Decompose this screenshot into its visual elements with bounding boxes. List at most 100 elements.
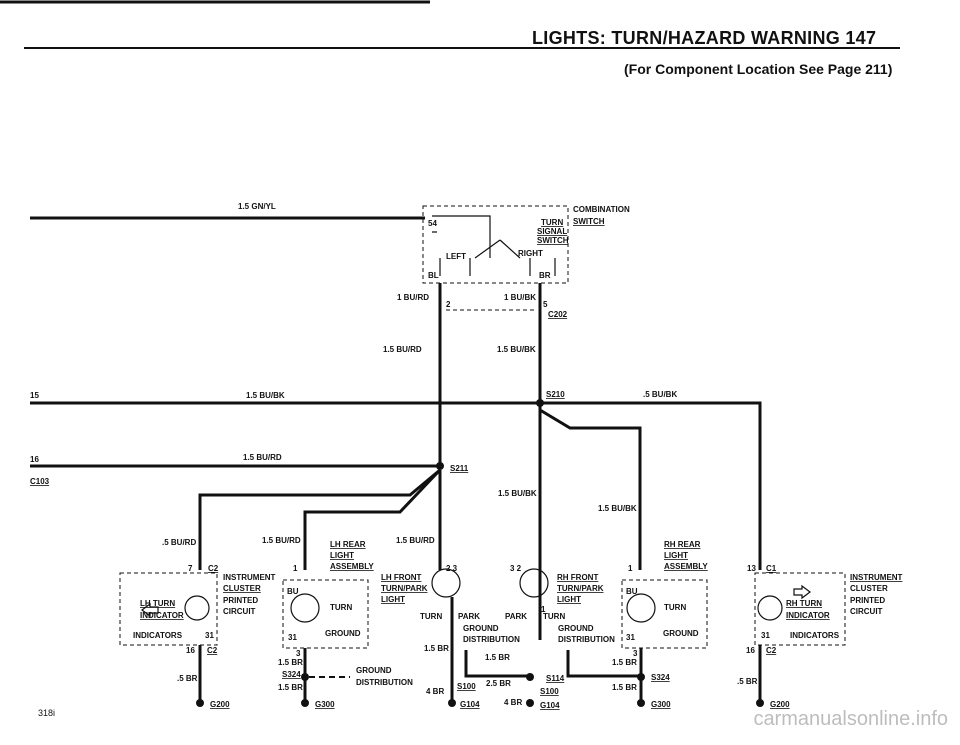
pin-label: 2 3: [446, 564, 458, 573]
component-label: ASSEMBLY: [330, 562, 374, 571]
splice-s324-right: [637, 673, 645, 681]
rh-rear-light-box: [621, 579, 708, 649]
component-label: CLUSTER: [223, 584, 261, 593]
component-label: GROUND: [356, 666, 392, 675]
pin-label: 31: [626, 633, 635, 642]
component-label: INSTRUMENT: [850, 573, 903, 582]
connector-label: C2: [207, 646, 218, 655]
splice-label: S324: [651, 673, 670, 682]
pin-label: 3 2: [510, 564, 522, 573]
splice-label: S324: [282, 670, 301, 679]
lh-instrument-cluster-box: [119, 572, 218, 646]
component-label: GROUND: [663, 629, 699, 638]
wire-label: 1.5 BU/BK: [497, 345, 536, 354]
wire-label: .5 BU/RD: [162, 538, 196, 547]
combination-switch-box: [422, 205, 569, 284]
wire-ground-dist-rear: [566, 650, 641, 678]
component-label: TURN: [420, 612, 442, 621]
rh-instrument-cluster-box: [754, 572, 846, 646]
splice-label: S100: [457, 682, 476, 691]
rh-front-bulb: [519, 568, 549, 598]
pin-label: 16: [30, 455, 39, 464]
ground-label: G300: [315, 700, 335, 709]
component-label: TURN: [330, 603, 352, 612]
component-label: SWITCH: [573, 217, 605, 226]
ground-label: G104: [460, 700, 480, 709]
component-label: LIGHT: [557, 595, 581, 604]
pin-label: 16: [186, 646, 195, 655]
ground-label: G200: [770, 700, 790, 709]
wire-label: 1.5 BU/BK: [598, 504, 637, 513]
pin-label: 1: [541, 605, 546, 614]
component-label: INDICATOR: [140, 611, 184, 620]
component-label: PRINTED: [850, 596, 885, 605]
connector-label: C1: [766, 564, 777, 573]
wire-label: 1.5 BR: [485, 653, 510, 662]
pin-label: BL: [428, 271, 439, 280]
pin-label: 1: [628, 564, 633, 573]
lh-front-bulb: [431, 568, 461, 598]
component-label: LH FRONT: [381, 573, 422, 582]
left-arrow-icon: [141, 602, 159, 618]
component-label: DISTRIBUTION: [463, 635, 520, 644]
wire-label: 2.5 BR: [486, 679, 511, 688]
wire-label: 1.5 BR: [278, 683, 303, 692]
component-label: PRINTED: [223, 596, 258, 605]
wire-ground-dist-front: [464, 650, 530, 678]
pin-label: 3: [296, 649, 301, 658]
component-label: LH REAR: [330, 540, 366, 549]
right-arrow-icon: [793, 584, 811, 600]
wire-bu-bk-bus: [30, 401, 762, 570]
connector-label: C202: [548, 310, 568, 319]
component-label: LH TURN: [140, 599, 175, 608]
component-label: GROUND: [463, 624, 499, 633]
watermark: carmanualsonline.info: [753, 708, 948, 730]
component-label: LIGHT: [330, 551, 354, 560]
component-label: SWITCH: [537, 236, 569, 245]
switch-position: LEFT: [446, 252, 466, 261]
connector-label: C103: [30, 477, 50, 486]
ground-icon: [756, 699, 764, 707]
component-label: PARK: [505, 612, 527, 621]
pin-label: 2: [446, 300, 451, 309]
pin-label: 54: [428, 219, 437, 228]
component-label: GROUND: [558, 624, 594, 633]
component-label: PARK: [458, 612, 480, 621]
wire-label: 1.5 BU/BK: [498, 489, 537, 498]
wire-label: 1.5 BU/RD: [396, 536, 435, 545]
component-label: COMBINATION: [573, 205, 630, 214]
component-label: RH TURN: [786, 599, 822, 608]
component-label: SIGNAL: [537, 227, 567, 236]
wire-to-rh-rear: [539, 408, 642, 570]
pin-label: 7: [188, 564, 193, 573]
wire-label: 1.5 BR: [612, 683, 637, 692]
wire-label: .5 BU/BK: [643, 390, 677, 399]
ground-icon: [526, 699, 534, 707]
component-label: TURN/PARK: [557, 584, 604, 593]
ground-label: G200: [210, 700, 230, 709]
pin-label: 15: [30, 391, 39, 400]
component-label: LIGHT: [664, 551, 688, 560]
component-label: TURN: [664, 603, 686, 612]
component-label: INSTRUMENT: [223, 573, 276, 582]
lh-rear-bulb: [290, 593, 320, 623]
pin-label: 13: [747, 564, 756, 573]
splice-s210: [536, 399, 544, 407]
wire-label: 1.5 BU/BK: [246, 391, 285, 400]
pin-label: 16: [746, 646, 755, 655]
pin-label: BU: [626, 587, 638, 596]
component-label: TURN: [543, 612, 565, 621]
wire-label: 1 BU/RD: [397, 293, 429, 302]
splice-label: S100: [540, 687, 559, 696]
component-label: TURN: [541, 218, 563, 227]
component-label: INDICATORS: [133, 631, 183, 640]
component-label: LIGHT: [381, 595, 405, 604]
wire-label: .5 BR: [737, 677, 758, 686]
ground-icon: [448, 699, 456, 707]
pin-label: 3: [633, 649, 638, 658]
switch-position: RIGHT: [518, 249, 543, 258]
component-label: RH REAR: [664, 540, 701, 549]
ground-label: G104: [540, 701, 560, 710]
wire-to-lh-rear: [303, 470, 440, 570]
switch-pin-leads: [439, 258, 556, 276]
